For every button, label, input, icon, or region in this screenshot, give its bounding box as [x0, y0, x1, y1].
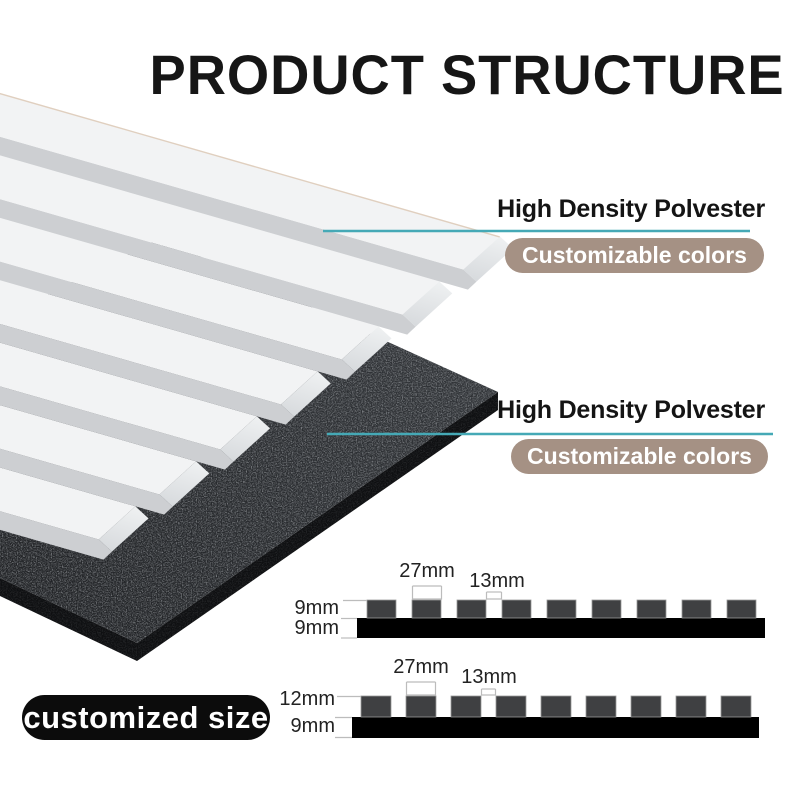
- panel-top-edge-highlight: [0, 4, 500, 238]
- slat-top: [0, 62, 440, 315]
- cs2-bracket-27mm: [405, 682, 437, 696]
- cs1-gap-width-label: 13mm: [469, 570, 525, 592]
- callout-top-label: High Density Polvester: [497, 195, 765, 223]
- slat-top: [0, 293, 197, 495]
- cs1-bracket-13mm: [485, 592, 503, 600]
- cs2-slats: [360, 695, 752, 718]
- slat-top: [0, 235, 257, 450]
- slat-end: [281, 371, 331, 417]
- slat-end: [463, 236, 514, 282]
- slat-panel: [0, 4, 514, 560]
- slat-end: [402, 281, 453, 327]
- cs1-bracket-27mm: [411, 586, 443, 600]
- cs1-base-height-label: 9mm: [294, 617, 339, 639]
- slat-side: [0, 45, 477, 290]
- customized-size-badge: customized size: [22, 695, 270, 740]
- slat-end: [98, 506, 149, 552]
- callout-bottom-label: High Density Polvester: [497, 396, 765, 424]
- slat-top: [0, 4, 500, 270]
- cs2-bracket-13mm: [480, 689, 497, 696]
- cs2-dim-lines: [335, 681, 497, 739]
- cs2-base: [352, 717, 759, 738]
- cs2-slat-height-label: 12mm: [279, 688, 335, 710]
- slat-top: [0, 177, 318, 405]
- cs1-slats: [366, 599, 757, 619]
- cs2-gap-width-label: 13mm: [461, 666, 517, 688]
- cross-section-1: [341, 585, 765, 639]
- slat-side: [0, 275, 234, 470]
- cs2-base-height-label: 9mm: [290, 715, 335, 737]
- slat-side: [0, 160, 355, 380]
- cs1-slat-height-label: 9mm: [294, 597, 339, 619]
- slat-end: [341, 326, 392, 372]
- page-title: PRODUCT STRUCTURE: [149, 43, 785, 106]
- slat-side: [0, 333, 173, 515]
- slat-end: [159, 461, 210, 507]
- slat-side: [0, 218, 295, 425]
- cs2-slat-width-label: 27mm: [393, 656, 449, 678]
- cross-section-2: [335, 681, 759, 739]
- slat-side: [0, 102, 416, 335]
- slat-top: [0, 120, 379, 360]
- cs1-base: [357, 618, 765, 638]
- slat-end: [220, 416, 271, 462]
- callout-bottom-badge: Customizable colors: [511, 439, 768, 474]
- callout-top-badge: Customizable colors: [505, 238, 764, 273]
- cs1-dim-lines: [341, 585, 503, 639]
- cs1-slat-width-label: 27mm: [399, 560, 455, 582]
